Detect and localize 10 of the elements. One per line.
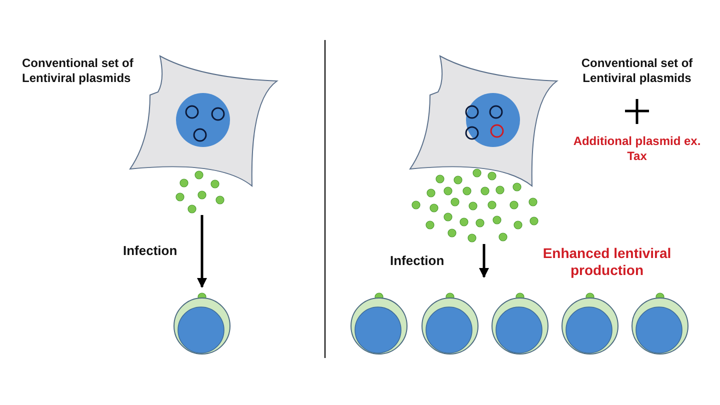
virus-cluster-drawing [176,171,224,213]
label-text: Conventional set of Lentiviral plasmids [580,56,694,86]
edge-label: Infection [123,243,178,258]
edge-label: Infection [390,252,444,268]
virus-cluster-drawing [412,169,538,242]
arrow [479,244,489,278]
label-text: Additional plasmid ex. Tax [572,134,702,164]
label-text: Enhanced lentiviral production [542,245,672,279]
label-text: Conventional set of Lentiviral plasmids [22,56,134,86]
arrow [197,215,207,288]
